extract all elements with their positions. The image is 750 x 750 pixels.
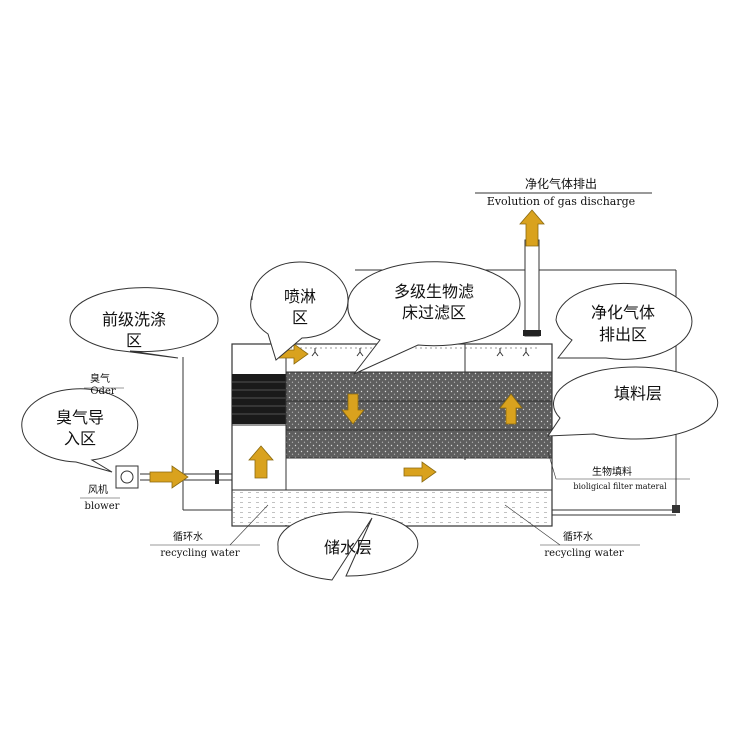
arrow-up-right [499,393,523,425]
chimney-flange [523,330,541,336]
odor-cn: 臭气 [90,372,110,385]
header-title-en: Evolution of gas discharge [487,195,635,208]
recycle-left-en: recycling water [160,548,239,559]
exhaust-chimney [524,239,540,337]
intake-line1: 臭气导 [56,408,104,427]
bio-en: bioligical filter materal [573,482,667,491]
biofilter-line1: 多级生物滤 [394,282,474,301]
bubble-pre-wash [69,287,219,359]
outlet-line2: 排出区 [599,325,647,344]
blower-icon [120,470,134,484]
bubble-filler [547,366,719,440]
pump-icon [672,505,680,513]
pre-wash-line2: 区 [126,331,142,350]
arrow-bottom-right [403,461,437,483]
outlet-line1: 净化气体 [591,303,655,322]
blower-en: blower [85,501,120,512]
blower-cn: 风机 [88,483,108,496]
odor-en: Oder [90,386,116,397]
recycle-right-cn: 循环水 [563,530,593,543]
callout-bubbles [21,261,719,581]
blower-body [115,465,139,489]
bubble-outlet [555,282,693,360]
arrow-intake-right [149,465,189,489]
arrow-down [341,393,365,425]
recycle-left-leader [229,504,269,546]
bio-leader [547,451,557,480]
pre-wash-media [232,374,286,424]
bio-cn: 生物填料 [592,465,632,478]
pre-wash-grid-lines [232,381,286,415]
spray-line2: 区 [292,308,308,327]
biofilter-line2: 床过滤区 [402,303,466,322]
recycle-left-cn: 循环水 [173,530,203,543]
intake-flange [215,470,219,484]
pre-wash-line1: 前级洗涤 [102,310,166,329]
flow-arrows [149,209,545,489]
recycle-right-leader [504,504,561,546]
header-title-cn: 净化气体排出 [525,176,597,191]
spray-nozzles [311,348,530,357]
recycle-right-en: recycling water [544,548,623,559]
bubble-intake [21,388,139,473]
bubble-biofilter [347,261,521,375]
filler-label: 填料层 [614,384,662,403]
bubble-storage [277,511,419,581]
arrow-left-up [248,445,274,479]
spray-line1: 喷淋 [284,287,316,306]
storage-label: 储水层 [324,538,372,557]
arrow-exhaust-up [519,209,545,247]
intake-line2: 入区 [64,429,96,448]
